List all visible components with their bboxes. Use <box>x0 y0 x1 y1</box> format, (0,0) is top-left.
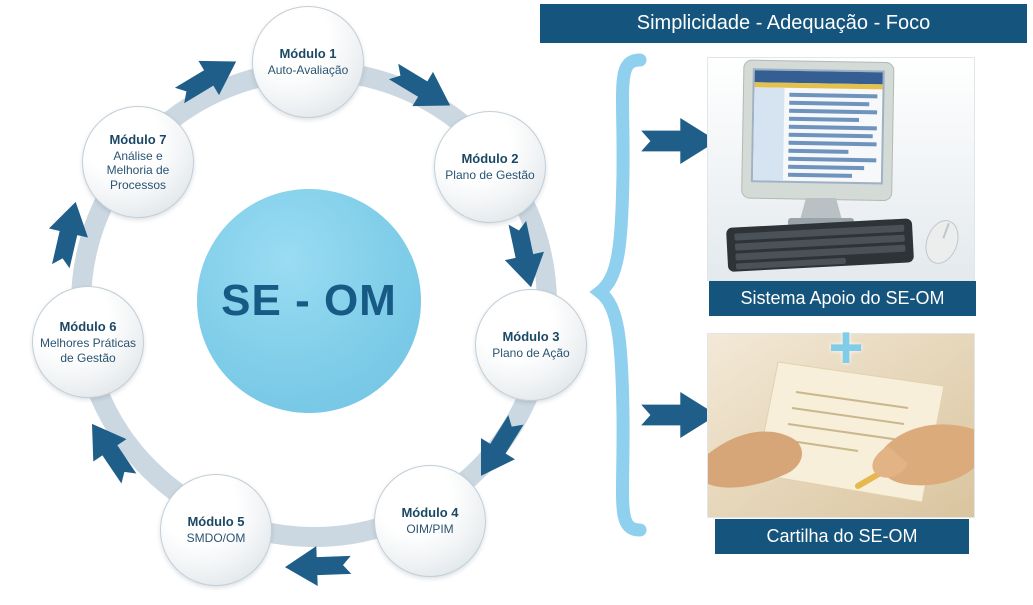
module-2-subtitle: Plano de Gestão <box>445 168 535 183</box>
module-1-subtitle: Auto-Avaliação <box>267 63 349 78</box>
module-circle-4: Módulo 4 OIM/PIM <box>374 465 486 577</box>
plus-icon: + <box>828 314 864 381</box>
module-5-title: Módulo 5 <box>187 514 245 530</box>
header-banner: Simplicidade - Adequação - Foco <box>540 4 1027 43</box>
system-computer-image <box>707 57 975 281</box>
system-caption-banner: Sistema Apoio do SE-OM <box>709 281 976 316</box>
module-circle-5: Módulo 5 SMDO/OM <box>160 474 272 586</box>
center-circle: SE - OM <box>197 189 421 413</box>
hands-writing-illustration-icon <box>708 334 974 517</box>
module-7-title: Módulo 7 <box>109 131 167 147</box>
module-6-subtitle: Melhores Práticas de Gestão <box>39 336 137 365</box>
module-3-subtitle: Plano de Ação <box>492 346 570 361</box>
module-2-title: Módulo 2 <box>461 151 519 167</box>
center-label: SE - OM <box>221 276 397 325</box>
module-circle-3: Módulo 3 Plano de Ação <box>475 289 587 401</box>
module-circle-2: Módulo 2 Plano de Gestão <box>434 111 546 223</box>
module-circle-1: Módulo 1 Auto-Avaliação <box>252 6 364 118</box>
computer-illustration-icon <box>708 58 974 280</box>
curly-brace-icon <box>589 53 647 537</box>
module-1-title: Módulo 1 <box>279 46 337 62</box>
module-4-subtitle: OIM/PIM <box>406 522 454 537</box>
module-circle-6: Módulo 6 Melhores Práticas de Gestão <box>32 286 144 398</box>
arrow-4-to-5-icon <box>285 546 352 587</box>
seom-cycle-diagram: SE - OM Módulo 1 Auto-Avaliação Módulo 2… <box>32 6 587 587</box>
cartilha-caption-banner: Cartilha do SE-OM <box>715 519 969 554</box>
module-6-title: Módulo 6 <box>59 318 117 334</box>
cartilha-hands-image <box>707 333 975 518</box>
module-4-title: Módulo 4 <box>401 505 459 521</box>
module-5-subtitle: SMDO/OM <box>186 531 246 546</box>
module-circle-7: Módulo 7 Análise e Melhoria de Processos <box>82 106 194 218</box>
module-7-subtitle: Análise e Melhoria de Processos <box>106 149 170 192</box>
module-3-title: Módulo 3 <box>502 329 560 345</box>
